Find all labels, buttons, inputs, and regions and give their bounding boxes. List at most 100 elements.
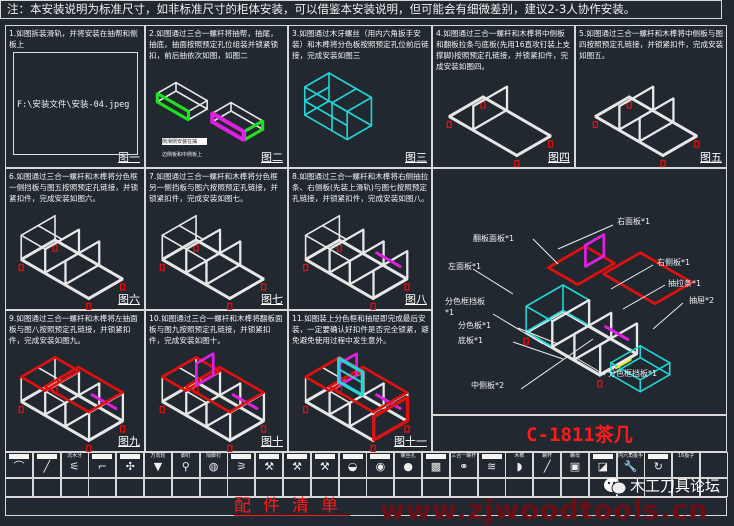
step-instruction: 10.如图通过三合一螺杆和木榫将翻板面板与图九按照预定孔链接，并锁紧扣件，完成安… — [149, 313, 285, 346]
drawing-line — [595, 116, 663, 155]
hardware-qty-cell — [144, 478, 172, 497]
watermark-brand-text: 木工刀具论坛 — [630, 477, 720, 495]
screw-icon: ≋ — [479, 460, 505, 474]
drawing-line — [306, 377, 330, 391]
image-placeholder: F:\安装文件\安装-04.jpeg — [13, 52, 138, 155]
drawing-line — [347, 98, 371, 112]
drawing-line — [619, 86, 653, 106]
step-instruction: 8.如图通过三合一螺杆和木榫将右侧抽拉条、右侧板(先装上滑轨)与图七按照预定孔链… — [292, 171, 429, 204]
drawing-line — [186, 367, 220, 387]
foot — [405, 426, 409, 432]
drawing-line — [162, 241, 196, 261]
hardware-cell: 16扳子 — [672, 452, 700, 478]
hardware-cell: 螺丝孔● — [394, 452, 422, 478]
hardware-qty-cell — [172, 478, 200, 497]
nut-icon: ▩ — [423, 460, 449, 474]
drawing-line — [176, 83, 207, 101]
hardware-cell: ≋ — [478, 452, 506, 478]
connector-icon: ⚒ — [284, 460, 310, 474]
watermark-brand: 木工刀具论坛 — [604, 476, 720, 496]
foot — [228, 446, 232, 452]
foot — [19, 407, 23, 413]
step-instruction: 3.如图通过木牙螺丝（用内六角扳手安装）和木榫将分色板按照预定孔位前后链接，完成… — [292, 28, 429, 61]
hardware-cell: 三合一螺杆⚭ — [450, 452, 478, 478]
parts-list-title: 配件清单 — [234, 497, 350, 516]
drawing-line — [595, 98, 629, 118]
foot — [598, 381, 602, 387]
step-panel-11: 11.如图装上分色框和抽屉即完成最后安装，一定要确认好扣件是否完全锁紧，避免避免… — [288, 310, 432, 452]
hardware-cell: 螺杆╱ — [533, 452, 561, 478]
drawing-line — [230, 278, 264, 298]
drawing-line — [189, 101, 207, 112]
drawing-line — [230, 420, 264, 440]
label-divider-baffle-2: 分色框挡板*1 — [608, 368, 657, 379]
label-pull-strip: 抽拉条*1 — [668, 278, 701, 289]
figure-caption: 图五 — [700, 149, 722, 165]
drawing-line — [305, 87, 347, 112]
ring-icon: ↻ — [645, 460, 671, 474]
step-instruction: 11.如图装上分色框和抽屉即完成最后安装，一定要确认好扣件是否完全锁紧，避免避免… — [292, 313, 429, 346]
figure-caption: 图三 — [405, 149, 427, 165]
handle-icon: ⌒ — [6, 460, 32, 474]
drawing-line — [65, 383, 99, 403]
drawing-line — [473, 86, 507, 106]
hardware-label: 隔脚钉 — [201, 453, 227, 460]
hardware-cell: 内六角扳手🔧 — [617, 452, 645, 478]
hardware-cell: ⌐ — [88, 452, 116, 478]
drawing-line — [473, 110, 507, 130]
drawing-line — [517, 137, 551, 156]
hardware-qty-cell — [283, 478, 311, 497]
label-middle-side: 中侧板*2 — [471, 380, 504, 391]
drawing-line — [373, 397, 407, 417]
hardware-cell: 木榫◗ — [505, 452, 533, 478]
foot — [53, 245, 57, 251]
foot — [695, 141, 699, 147]
hardware-qty-cell — [200, 478, 228, 497]
hardware-qty-cell — [5, 478, 33, 497]
drawing-line — [162, 235, 186, 249]
drawing-line — [483, 96, 551, 135]
hardware-cell: 脚钉⚲ — [172, 452, 200, 478]
label-drawer: 抽屉*2 — [689, 295, 714, 306]
label-left-top: 左面板*1 — [448, 261, 481, 272]
drawing-line — [206, 241, 240, 261]
block-icon: ◪ — [590, 460, 616, 474]
drawing-line — [339, 358, 363, 372]
bolt-icon: ╱ — [34, 460, 60, 474]
step-panel-6: 6.如图通过三合一螺杆和木榫将分色框一侧挡板与图五按照预定孔链接，并锁紧扣件，完… — [5, 168, 145, 310]
drawing-line — [548, 246, 585, 267]
hardware-cell: ╱ — [33, 452, 61, 478]
hardware-label: 沉木牙 — [62, 453, 88, 460]
drawing-line — [578, 263, 615, 284]
figure-caption: 图十一 — [394, 433, 427, 449]
drawing-line — [663, 137, 697, 156]
foot — [87, 446, 91, 452]
drawing-line — [526, 311, 563, 332]
drawing-line — [220, 367, 264, 392]
hardware-qty-cell — [339, 478, 367, 497]
cam-lock-icon: ◒ — [340, 460, 366, 474]
foot — [371, 446, 375, 452]
drawing-line — [158, 83, 176, 94]
hardware-cell: ◒ — [339, 452, 367, 478]
leader-line — [533, 239, 558, 264]
image-path: F:\安装文件\安装-04.jpeg — [17, 98, 129, 110]
figure-caption: 图四 — [548, 149, 570, 165]
drawing-line — [639, 122, 673, 142]
drawing-line — [595, 96, 629, 116]
label-right-top: 右面板*1 — [617, 216, 650, 227]
hardware-cell: ↻ — [644, 452, 672, 478]
drawing-line — [449, 98, 483, 118]
hole-icon: ● — [395, 460, 421, 474]
drawing-line — [363, 367, 407, 392]
foot — [549, 141, 553, 147]
label-right-side: 右侧板*1 — [657, 257, 690, 268]
label-divider-baffle-qty: *1 — [445, 308, 454, 317]
drawing-line — [323, 226, 347, 240]
drawing-line — [563, 285, 589, 300]
foot-nail-icon: ⚲ — [173, 460, 199, 474]
leader-line — [611, 265, 653, 289]
step-instruction: 9.如图通过三合一螺杆和木榫将左抽面板与图八按照预定孔链接，并锁紧扣件，完成安装… — [9, 313, 142, 346]
step-panel-7: 7.如图通过三合一螺杆和木榫将分色框另一侧挡板与图六按照预定孔链接，并锁紧扣件，… — [145, 168, 288, 310]
hardware-label: 万向轮 — [145, 453, 171, 460]
